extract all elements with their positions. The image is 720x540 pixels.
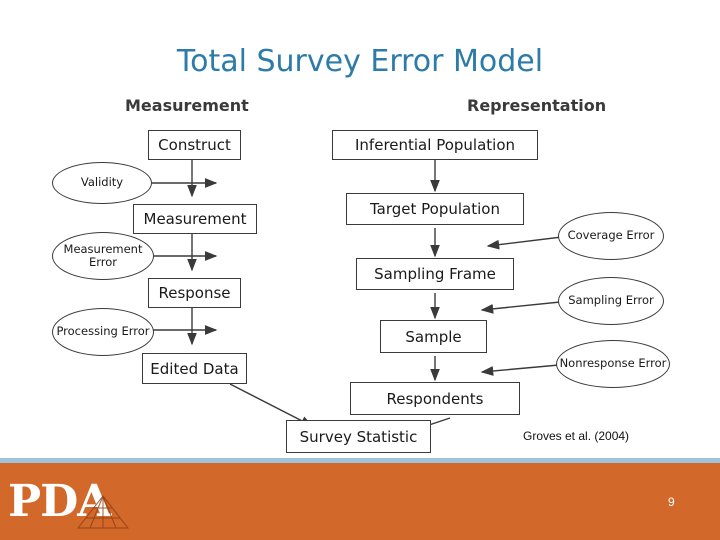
pda-logo: PDA [8,480,138,532]
ellipse-nonresponse-error: Nonresponse Error [556,340,670,388]
box-edited-data: Edited Data [142,353,247,384]
box-measurement: Measurement [133,204,257,234]
ellipse-sampling-error: Sampling Error [558,277,664,325]
footer-divider [0,458,720,463]
pda-logo-mark [76,495,130,529]
box-target-population: Target Population [346,193,524,225]
box-response: Response [148,278,241,308]
ellipse-coverage-error: Coverage Error [558,212,664,260]
box-respondents: Respondents [350,382,520,415]
box-sampling-frame: Sampling Frame [356,258,514,290]
box-inferential-population: Inferential Population [332,130,538,160]
box-survey-statistic: Survey Statistic [286,420,431,453]
box-construct: Construct [148,130,241,160]
box-sample: Sample [380,320,487,353]
page-number: 9 [668,495,675,509]
source-citation: Groves et al. (2004) [523,429,630,443]
ellipse-processing-error: Processing Error [52,308,154,356]
page-title: Total Survey Error Model [176,44,544,79]
column-heading-representation: Representation [467,96,607,115]
footer-band [0,463,720,540]
pda-logo-text: PDA [8,476,111,527]
total-survey-error-diagram: Measurement Representation [30,88,690,453]
column-heading-measurement: Measurement [125,96,249,115]
ellipse-validity: Validity [52,162,152,204]
ellipse-measurement-error: Measurement Error [52,232,154,280]
